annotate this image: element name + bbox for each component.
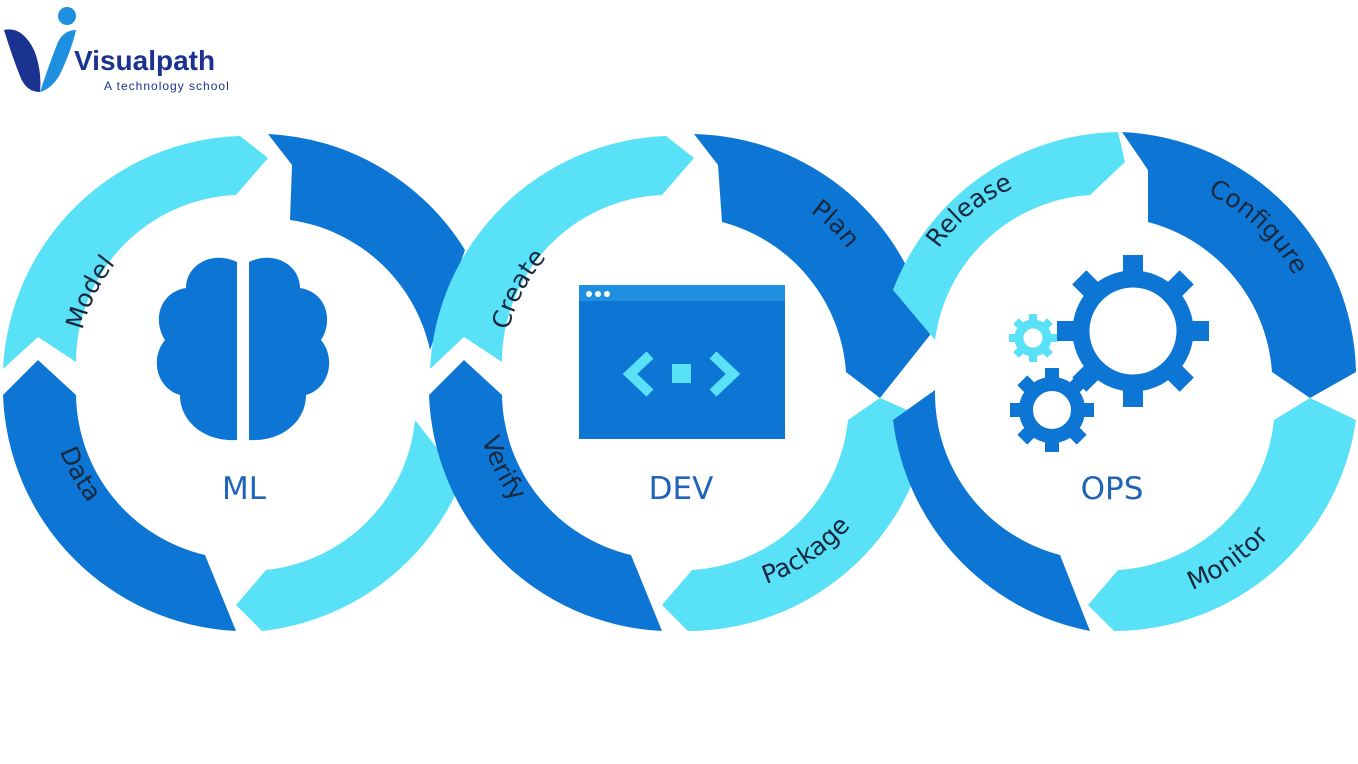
brand-tagline: A technology school <box>104 79 230 93</box>
ops-left-lower-segment <box>893 390 1090 631</box>
dev-package-segment <box>662 398 930 631</box>
gears-icon <box>1009 255 1209 452</box>
ops-cycle <box>893 132 1356 631</box>
dev-verify-segment <box>429 360 662 631</box>
dev-cycle <box>429 134 930 631</box>
visualpath-logo-icon <box>4 7 76 92</box>
ml-model-segment <box>3 136 268 369</box>
visualpath-logo: Visualpath A technology school <box>0 0 240 100</box>
ops-monitor-segment <box>1088 398 1356 631</box>
brain-icon <box>156 257 330 441</box>
ml-right-lower-segment <box>236 420 462 631</box>
ml-data-segment <box>3 360 236 631</box>
ops-release-segment <box>893 132 1125 340</box>
dev-create-segment <box>430 136 694 369</box>
center-label-ops: OPS <box>1081 471 1144 507</box>
ops-configure-segment <box>1122 132 1356 398</box>
medium-gear-icon <box>1010 368 1094 452</box>
brand-name: Visualpath <box>74 45 216 76</box>
center-label-ml: ML <box>222 471 267 507</box>
ml-cycle <box>3 134 465 631</box>
large-gear-icon <box>1057 255 1209 407</box>
small-gear-icon <box>1009 314 1057 362</box>
ml-right-upper-segment <box>268 134 465 350</box>
dev-plan-segment <box>694 134 930 398</box>
center-label-dev: DEV <box>649 471 714 507</box>
code-window-icon <box>579 285 785 439</box>
